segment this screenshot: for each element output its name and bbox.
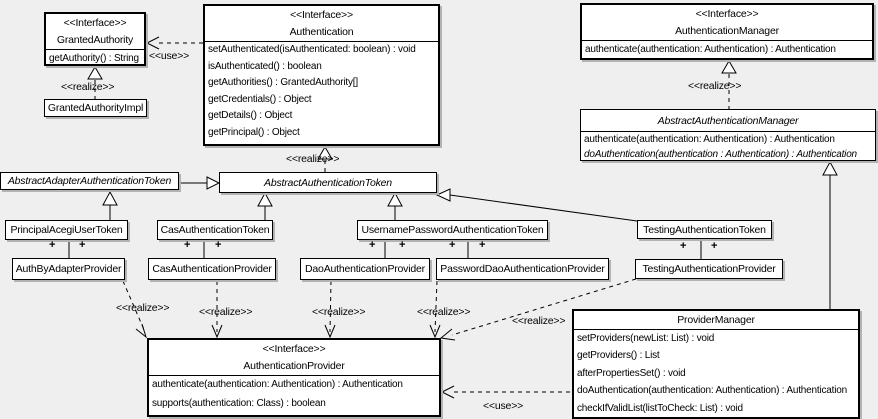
class-name: ProviderManager — [677, 314, 755, 326]
method-label: setProviders(newList: List) : void — [577, 333, 715, 344]
method-label: authenticate(authentication: Authenticat… — [584, 134, 835, 145]
edge-use-providermanager-authenticationprovider — [440, 385, 572, 399]
edge-realize-grantedauthorityimpl — [87, 66, 103, 99]
association-end-label: + — [399, 239, 406, 251]
realize-edge-label: <<realize>> — [417, 306, 471, 318]
association-end-label: + — [711, 240, 718, 252]
class-name: AbstractAuthenticationToken — [264, 176, 392, 189]
realize-edge-label: <<realize>> — [116, 302, 170, 314]
class-authentication: <<Interface>> Authentication setAuthenti… — [203, 4, 440, 146]
stereotype-label: <<Interface>> — [63, 17, 127, 29]
association-end-label: + — [680, 240, 687, 252]
edge-use-authentication-grantedauthority — [145, 36, 203, 50]
method-label: getPrincipal() : Object — [208, 126, 300, 138]
edge-cas-token-generalization — [257, 191, 273, 220]
stereotype-label: <<Interface>> — [290, 9, 353, 21]
class-granted-authority-impl: GrantedAuthorityImpl — [44, 99, 147, 117]
class-abstract-authentication-manager: AbstractAuthenticationManager authentica… — [580, 109, 876, 161]
class-name: GrantedAuthority — [56, 34, 134, 46]
class-name: CasAuthenticationToken — [160, 224, 270, 236]
class-abstract-adapter-authentication-token: AbstractAdapterAuthenticationToken — [0, 172, 179, 190]
class-cas-authentication-token: CasAuthenticationToken — [157, 220, 273, 240]
class-auth-by-adapter-provider: AuthByAdapterProvider — [12, 258, 125, 280]
stereotype-label: <<Interface>> — [262, 343, 326, 355]
realize-edge-label: <<realize>> — [199, 306, 253, 318]
method-label: supports(authentication: Class) : boolea… — [152, 397, 326, 409]
class-granted-authority: <<Interface>> GrantedAuthority getAuthor… — [44, 12, 146, 66]
class-name: CasAuthenticationProvider — [152, 263, 272, 275]
method-label: getDetails() : Object — [208, 110, 293, 121]
edge-realize-abstractmanager-authenticationmanager — [721, 60, 737, 109]
method-label: getAuthority() : String — [49, 53, 139, 64]
class-name: AbstractAuthenticationManager — [657, 115, 799, 127]
class-name: AuthByAdapterProvider — [15, 263, 122, 275]
edge-realize-testingprovider — [439, 278, 637, 341]
realize-edge-label: <<realize>> — [688, 80, 742, 92]
class-password-dao-authentication-provider: PasswordDaoAuthenticationProvider — [436, 258, 609, 280]
edge-usernamepassword-token-generalization — [387, 191, 403, 220]
class-cas-authentication-provider: CasAuthenticationProvider — [148, 258, 276, 280]
association-end-label: + — [479, 239, 486, 251]
class-name: AuthenticationProvider — [243, 360, 345, 372]
method-label: doAuthentication(authentication : Authen… — [584, 149, 857, 160]
method-label: afterPropertiesSet() : void — [577, 367, 686, 379]
realize-edge-label: <<realize>> — [312, 306, 366, 318]
class-username-password-authentication-token: UsernamePasswordAuthenticationToken — [357, 220, 548, 240]
edge-realize-abstracttoken-authentication — [317, 146, 333, 172]
class-testing-authentication-provider: TestingAuthenticationProvider — [635, 259, 783, 279]
association-end-label: + — [184, 239, 191, 251]
class-authentication-manager: <<Interface>> AuthenticationManager auth… — [580, 3, 874, 60]
method-label: getProviders() : List — [577, 350, 660, 362]
association-end-label: + — [369, 239, 376, 251]
edge-realize-casprovider — [211, 281, 223, 339]
method-label: getAuthorities() : GrantedAuthority[] — [208, 77, 358, 88]
method-label: doAuthentication(authentication: Authent… — [577, 385, 847, 397]
realize-edge-label: <<realize>> — [512, 315, 566, 327]
association-end-label: + — [49, 239, 56, 251]
use-edge-label: <<use>> — [483, 400, 524, 412]
method-label: getCredentials() : Object — [208, 93, 312, 105]
class-principal-acegi-user-token: PrincipalAcegiUserToken — [5, 220, 128, 240]
edge-adapter-token-generalization — [178, 176, 221, 190]
realize-edge-label: <<realize>> — [286, 153, 340, 165]
class-name: GrantedAuthorityImpl — [47, 102, 144, 114]
class-name: UsernamePasswordAuthenticationToken — [361, 224, 544, 236]
class-name: TestingAuthenticationToken — [643, 223, 766, 236]
method-label: checkIfValidList(listToCheck: List) : vo… — [577, 402, 743, 414]
edge-realize-daoprovider — [324, 280, 336, 339]
stereotype-label: <<Interface>> — [695, 8, 759, 20]
use-edge-label: <<use>> — [149, 50, 190, 62]
realize-edge-label: <<realize>> — [61, 81, 115, 93]
edge-principal-token-generalization — [102, 190, 118, 220]
class-name: AbstractAdapterAuthenticationToken — [7, 175, 172, 187]
class-testing-authentication-token: TestingAuthenticationToken — [637, 220, 772, 239]
class-dao-authentication-provider: DaoAuthenticationProvider — [300, 258, 430, 280]
method-label: setAuthenticated(isAuthenticated: boolea… — [208, 44, 416, 55]
edge-realize-passworddaoprovider — [429, 280, 441, 339]
association-end-label: + — [79, 239, 86, 251]
class-name: PasswordDaoAuthenticationProvider — [440, 263, 605, 275]
edge-realize-authbyadapter-provider — [122, 280, 147, 339]
class-authentication-provider: <<Interface>> AuthenticationProvider aut… — [147, 338, 441, 417]
class-name: DaoAuthenticationProvider — [305, 263, 425, 275]
class-name: PrincipalAcegiUserToken — [10, 224, 123, 236]
method-label: isAuthenticated() : boolean — [208, 60, 322, 72]
method-label: authenticate(authentication: Authenticat… — [152, 379, 403, 390]
method-label: authenticate(authentication: Authenticat… — [585, 44, 836, 55]
edge-providermanager-generalization — [822, 160, 838, 309]
association-end-label: + — [449, 239, 456, 251]
class-name: TestingAuthenticationProvider — [642, 263, 776, 275]
edge-testing-token-generalization — [435, 188, 638, 222]
class-provider-manager: ProviderManager setProviders(newList: Li… — [572, 309, 860, 419]
class-name: Authentication — [289, 26, 354, 38]
class-abstract-authentication-token: AbstractAuthenticationToken — [219, 172, 437, 193]
association-end-label: + — [215, 239, 222, 251]
class-name: AuthenticationManager — [675, 25, 779, 37]
